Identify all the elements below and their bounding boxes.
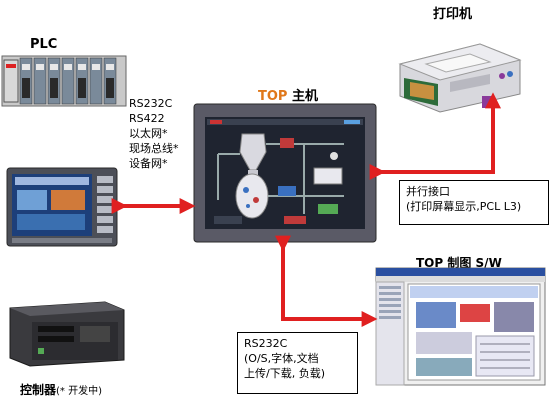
parallel-interface-title: 并行接口 <box>406 185 450 198</box>
controller-image <box>9 301 125 367</box>
top-sw-label: TOP 制图 S/W <box>416 256 502 270</box>
top-sw-screenshot <box>375 267 546 386</box>
comm-item: 设备网* <box>129 157 168 170</box>
comm-list: RS232C RS422 以太网* 现场总线* 设备网* <box>129 96 179 171</box>
comm-item: 以太网* <box>129 127 168 140</box>
comm-item: RS232C <box>129 97 173 110</box>
plc-image <box>1 55 127 107</box>
panel-pc-image <box>6 167 118 247</box>
arrow-top-sw <box>275 235 378 327</box>
comm-item: RS422 <box>129 112 165 125</box>
rs232c-transfer-box: RS232C (O/S,字体,文档 上传/下载, 负载) <box>237 332 358 394</box>
parallel-interface-detail: (打印屏幕显示,PCL L3) <box>406 200 522 213</box>
arrow-top-printer <box>369 92 501 180</box>
plc-label: PLC <box>30 37 58 52</box>
controller-label: 控制器(* 开发中) <box>20 383 102 397</box>
printer-label: 打印机 <box>433 7 473 22</box>
rs232c-detail-line2: 上传/下载, 负载) <box>244 367 325 380</box>
rs232c-detail-line1: (O/S,字体,文档 <box>244 352 319 365</box>
rs232c-title: RS232C <box>244 337 288 350</box>
comm-item: 现场总线* <box>129 142 179 155</box>
top-main-label: TOP 主机 <box>258 89 318 104</box>
parallel-interface-box: 并行接口 (打印屏幕显示,PCL L3) <box>399 180 549 225</box>
top-main-screen <box>193 103 377 243</box>
